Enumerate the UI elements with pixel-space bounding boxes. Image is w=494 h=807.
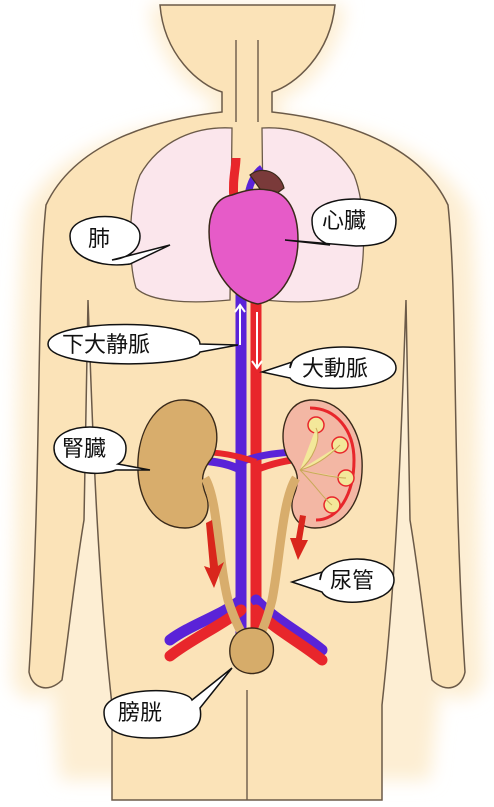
bladder <box>230 628 274 674</box>
label-ureter: 尿管 <box>330 569 374 594</box>
label-heart: 心臓 <box>322 209 366 234</box>
label-lung: 肺 <box>88 227 110 252</box>
label-aorta: 大動脈 <box>302 357 368 382</box>
label-ivc: 下大静脈 <box>62 333 150 358</box>
label-kidney: 腎臓 <box>62 437 106 462</box>
label-bladder: 膀胱 <box>118 701 162 726</box>
